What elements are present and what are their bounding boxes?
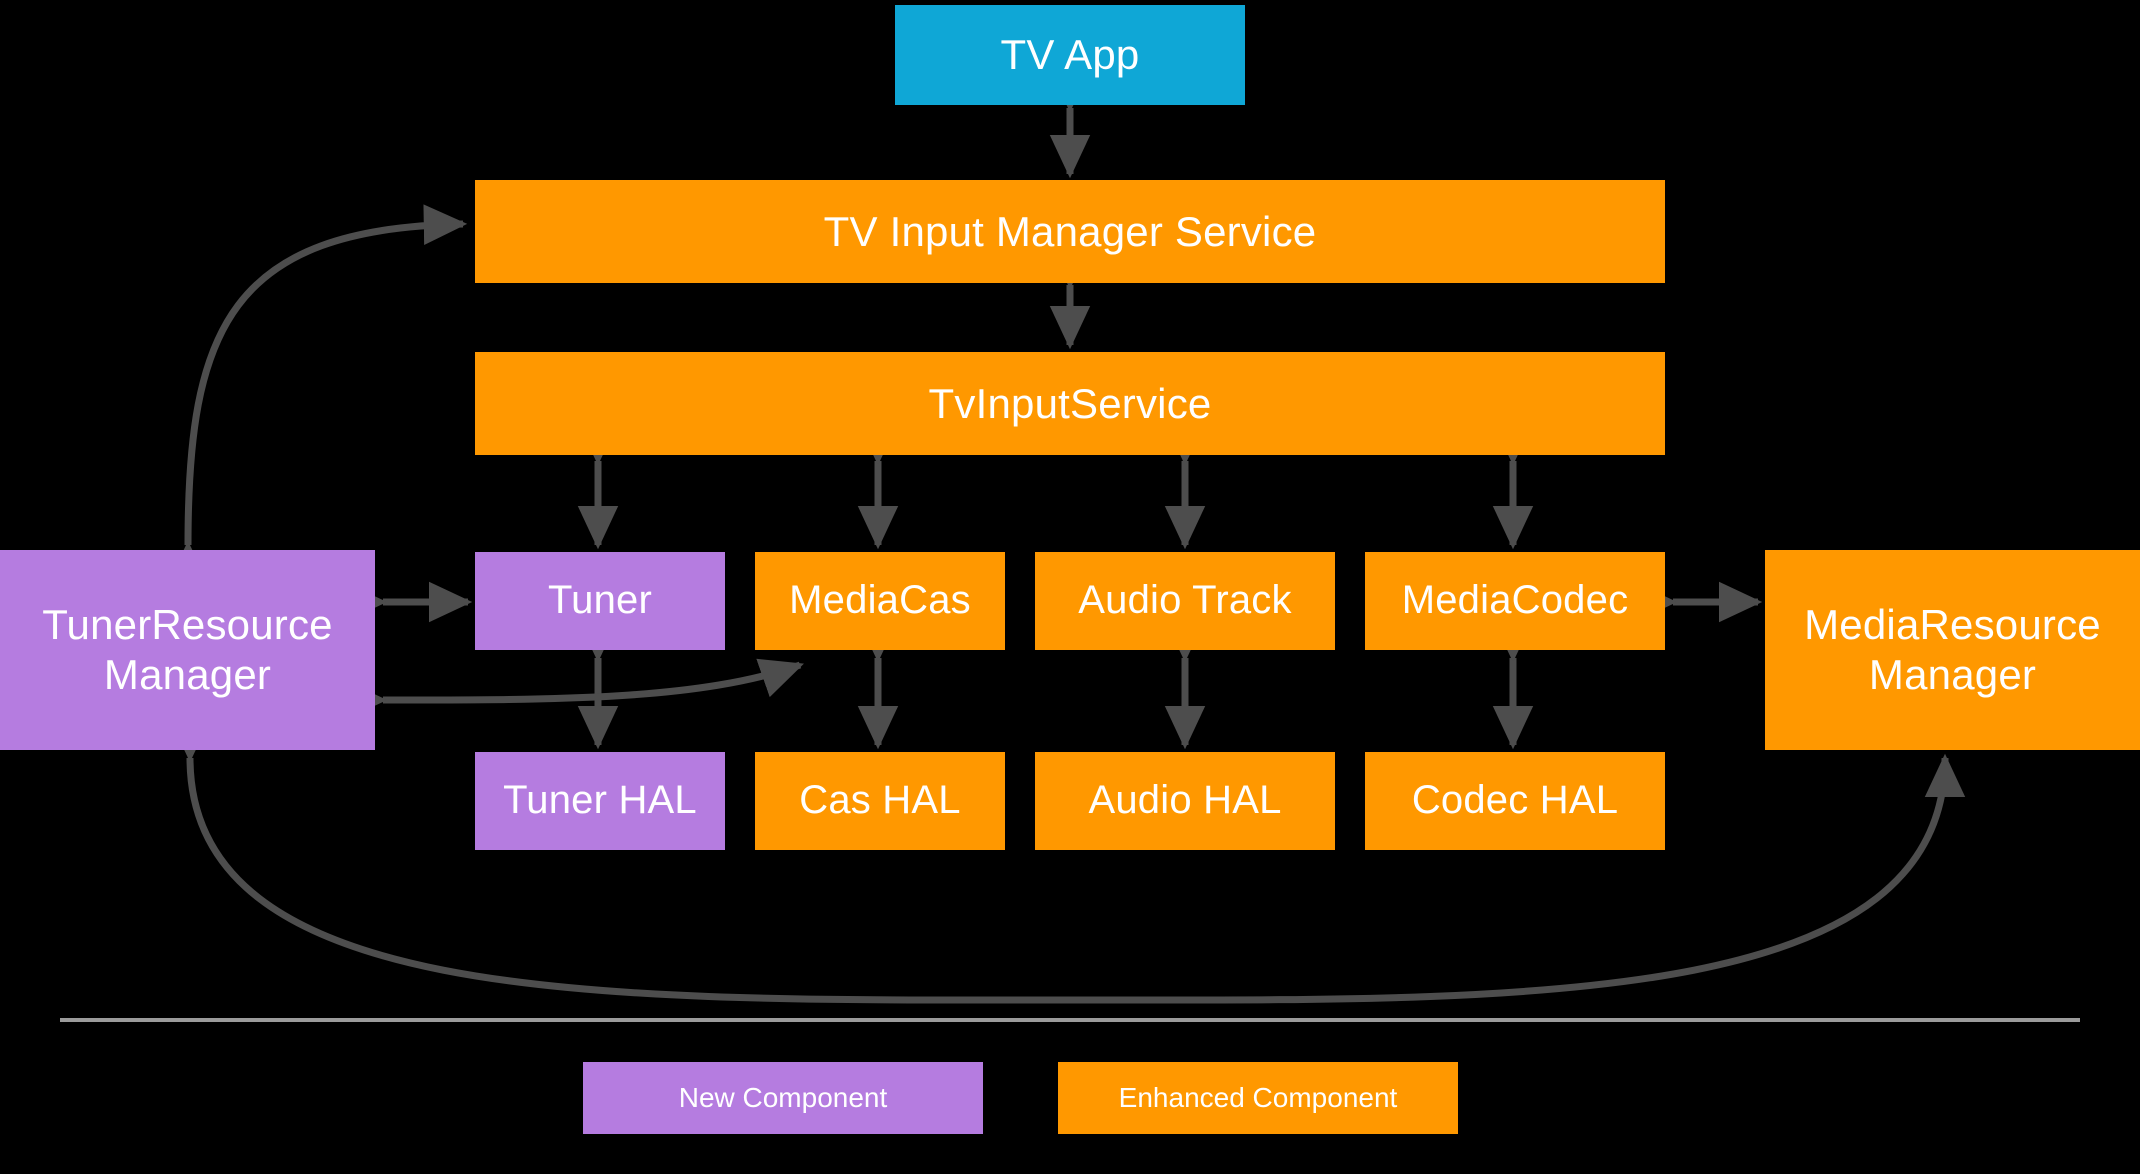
node-tv-app[interactable]: TV App [895, 5, 1245, 105]
legend-item-new-component: New Component [583, 1062, 983, 1134]
node-media-codec[interactable]: MediaCodec [1365, 552, 1665, 650]
node-media-resource-manager[interactable]: MediaResource Manager [1765, 550, 2140, 750]
arrow-tunerresourcemanager-tvinputmanagerservice [167, 204, 468, 585]
legend-label-enhanced-component: Enhanced Component [1118, 1082, 1398, 1113]
node-tuner[interactable]: Tuner [475, 552, 725, 650]
node-audio-track[interactable]: Audio Track [1035, 552, 1335, 650]
node-tv-input-service[interactable]: TvInputService [475, 352, 1665, 455]
arrow-tunerresourcemanager-mediacas [343, 658, 804, 721]
legend-item-enhanced-component: Enhanced Component [1058, 1062, 1458, 1134]
node-cas-hal[interactable]: Cas HAL [755, 752, 1005, 850]
node-audio-hal[interactable]: Audio HAL [1035, 752, 1335, 850]
legend-divider [60, 1018, 2080, 1022]
node-media-cas[interactable]: MediaCas [755, 552, 1005, 650]
node-tuner-resource-manager[interactable]: TunerResource Manager [0, 550, 375, 750]
legend-label-new-component: New Component [678, 1082, 888, 1113]
node-codec-hal[interactable]: Codec HAL [1365, 752, 1665, 850]
node-tv-input-manager-service[interactable]: TV Input Manager Service [475, 180, 1665, 283]
node-tuner-hal[interactable]: Tuner HAL [475, 752, 725, 850]
